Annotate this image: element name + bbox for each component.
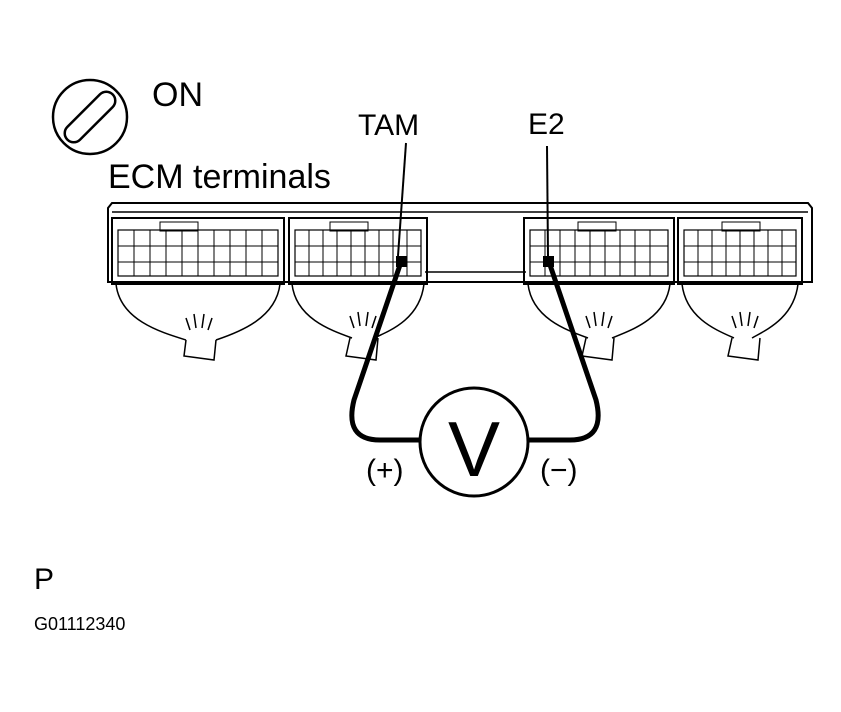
terminal-e2-label: E2 [528,108,565,141]
harness-3 [527,283,671,361]
harness-4 [681,283,799,361]
tam-leader-line [397,142,407,257]
figure-code: G01112340 [34,614,125,634]
connector-1 [111,217,285,285]
positive-probe-wire [349,261,420,443]
terminal-e2-pin [543,256,554,267]
terminal-tam-label: TAM [358,109,419,142]
e2-leader-line [546,145,549,257]
harness-1 [115,283,281,361]
negative-probe-label: (−) [540,454,578,487]
voltmeter: V [418,386,530,498]
ignition-key-icon [51,78,129,156]
connector-2 [288,217,428,285]
voltmeter-symbol: V [448,405,500,493]
ignition-on-label: ON [152,76,203,114]
connector-3 [523,217,675,285]
ecm-housing [107,202,813,283]
connector-4 [677,217,803,285]
figure-letter: P [34,563,54,596]
terminal-tam-pin [396,256,407,267]
harness-2 [291,283,425,361]
negative-probe-wire [528,261,601,443]
connector-label: ECM terminals [108,158,331,196]
positive-probe-label: (+) [366,454,404,487]
